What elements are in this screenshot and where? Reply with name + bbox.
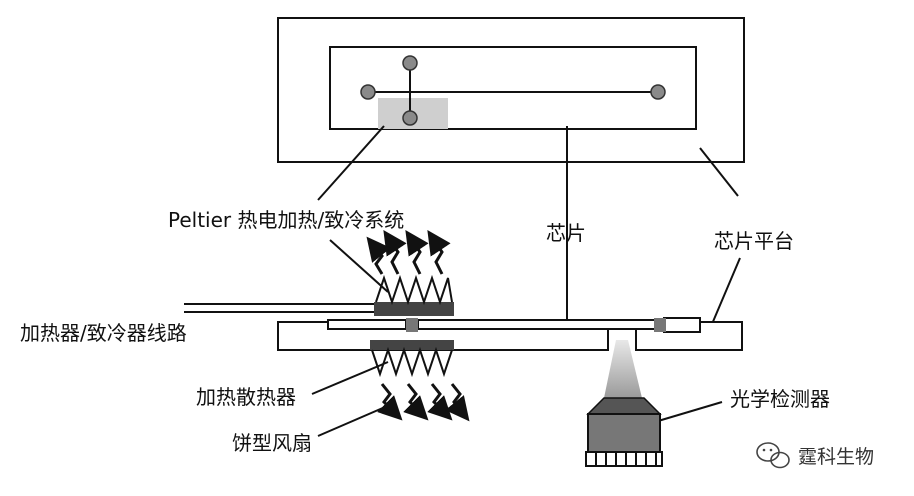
label-peltier: Peltier 热电加热/致冷系统 — [168, 208, 404, 232]
leader-peltier — [317, 125, 385, 201]
label-heat-sink: 加热散热器 — [196, 385, 296, 409]
heat-arrows-up — [366, 230, 451, 275]
optical-beam — [604, 340, 642, 398]
top-view-platform-frame — [277, 17, 745, 163]
reservoir-right — [650, 84, 666, 100]
label-chip: 芯片 — [546, 221, 586, 245]
leader-platform-bottom — [711, 257, 741, 325]
watermark-text: 霆科生物 — [798, 446, 874, 468]
label-chip-platform: 芯片平台 — [714, 229, 794, 253]
top-view-chip-frame — [329, 46, 697, 130]
leader-lines — [311, 125, 741, 437]
optical-detector-head — [586, 397, 662, 415]
label-heater-cooler-circuit: 加热器/致冷器线路 — [20, 321, 187, 345]
optical-detector-base — [585, 451, 663, 467]
reservoir-top — [402, 55, 418, 71]
optical-detector-body — [587, 413, 661, 453]
peltier-bottom-plate — [370, 340, 454, 350]
wechat-icon — [756, 442, 790, 469]
side-view-chip — [417, 319, 659, 330]
leader-peltier-bottom — [329, 239, 389, 293]
microchannels — [368, 63, 658, 118]
leader-platform-top — [699, 147, 739, 197]
label-optical-detector: 光学检测器 — [730, 387, 830, 411]
heater-cooler-wires — [184, 303, 384, 313]
reservoir-bottom — [402, 110, 418, 126]
chip-clamp-right — [654, 318, 666, 332]
label-pie-fan: 饼型风扇 — [232, 431, 312, 455]
optical-detector-base-ridges — [595, 452, 657, 466]
platform-slot-right — [663, 317, 701, 333]
side-view-chip-left-part — [327, 319, 407, 330]
chip-clamp-left — [406, 318, 418, 332]
channel-reservoirs — [360, 55, 666, 126]
leader-heat-sink — [311, 361, 389, 395]
leader-fan — [317, 403, 393, 437]
peltier-top-fins — [375, 274, 453, 306]
fan-arrows-down — [377, 383, 470, 422]
peltier-top-plate — [374, 302, 454, 316]
reservoir-left — [360, 84, 376, 100]
heat-sink-fins — [371, 346, 453, 378]
